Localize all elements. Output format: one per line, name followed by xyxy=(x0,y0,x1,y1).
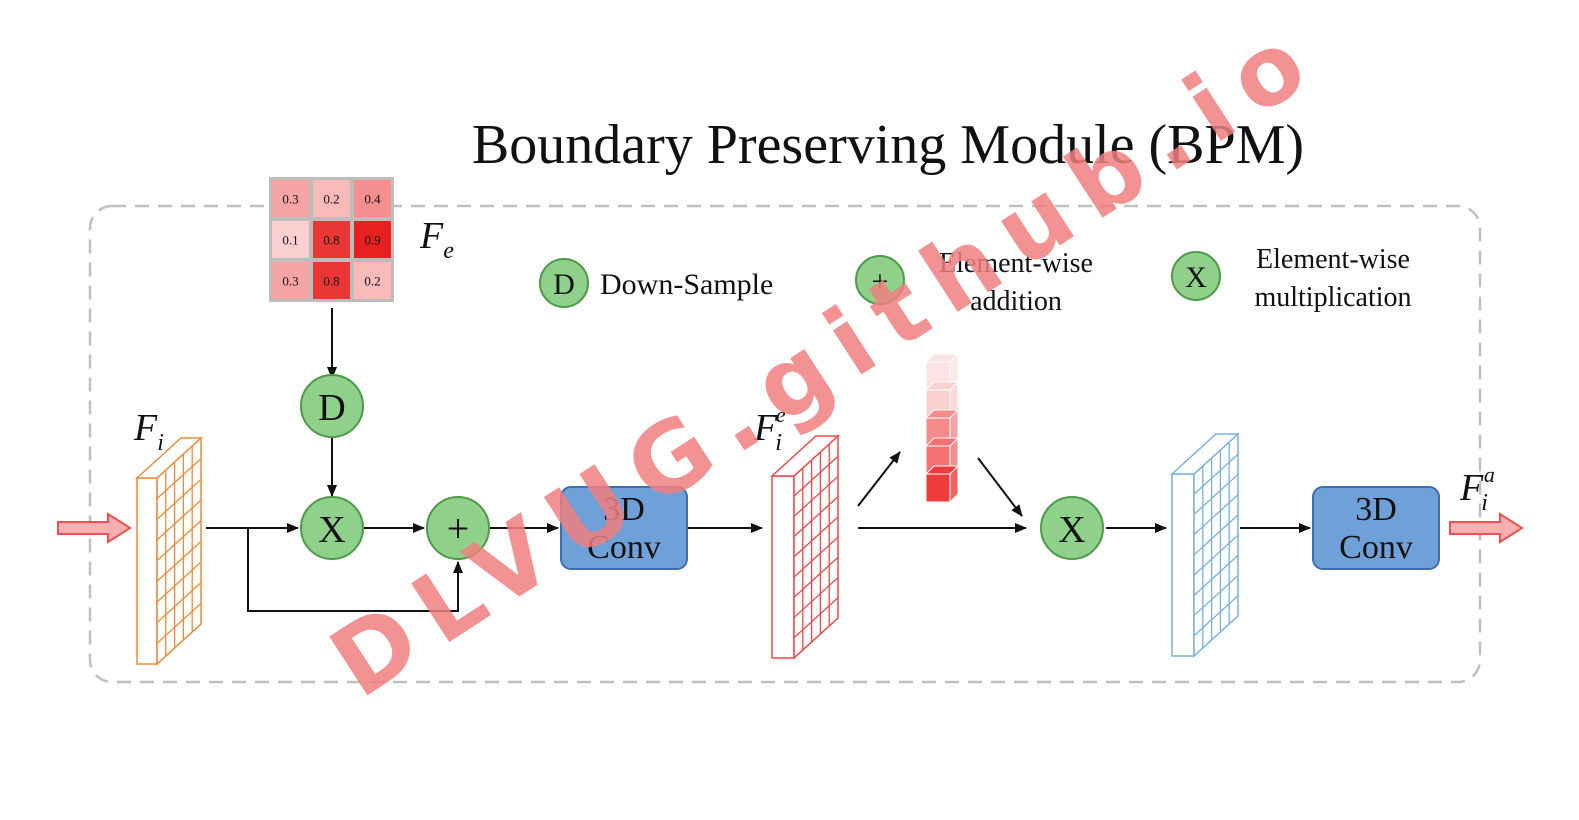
connections xyxy=(206,308,1311,612)
fi-label: Fi xyxy=(133,407,164,456)
matrix-cell xyxy=(354,262,391,299)
legend-downsample-label: Down-Sample xyxy=(600,268,773,301)
multiply-node-2-label: X xyxy=(1058,509,1085,551)
grid-top-face xyxy=(770,435,840,477)
fia-label: Fia xyxy=(1459,462,1495,516)
vector-cell xyxy=(925,473,951,503)
fie-label: Fie xyxy=(753,402,786,456)
matrix-cell xyxy=(272,180,309,217)
matrix-cell xyxy=(354,221,391,258)
multiply-node-1-label: X xyxy=(318,509,345,551)
matrix-cell xyxy=(272,221,309,258)
legend-add-icon xyxy=(855,255,905,305)
add-node-label: + xyxy=(447,506,470,551)
grid-top-face xyxy=(135,437,203,479)
legend-add-symbol: + xyxy=(872,265,889,298)
fe-label: Fe xyxy=(419,215,454,264)
legend-add-label-line2: addition xyxy=(970,286,1062,317)
input-arrow-icon xyxy=(57,512,132,544)
legend-add-label-line1: Element-wise xyxy=(939,248,1093,279)
diagram-title: Boundary Preserving Module (BPM) xyxy=(472,114,1304,176)
matrix-cell-value: 0.2 xyxy=(323,192,339,207)
legend-mult-icon xyxy=(1171,251,1221,301)
conv3d-block-1 xyxy=(560,486,688,570)
add-node xyxy=(426,496,490,560)
matrix-cell-value: 0.9 xyxy=(364,233,380,248)
downsample-node xyxy=(300,374,364,438)
matrix-cell-value: 0.2 xyxy=(364,274,380,289)
vector-cell-side xyxy=(949,464,959,504)
matrix-cell-value: 0.8 xyxy=(323,233,339,248)
matrix-cell xyxy=(272,262,309,299)
fi-feature-grid xyxy=(135,436,203,666)
conv3d-block-2-line1: 3D xyxy=(1355,491,1397,528)
conv3d-block-1-line1: 3D xyxy=(603,491,645,528)
legend-mult-symbol: X xyxy=(1185,261,1207,294)
legend: D Down-Sample + Element-wise addition X … xyxy=(539,244,1412,317)
downsample-node-label: D xyxy=(318,387,345,429)
matrix-cell-value: 0.4 xyxy=(364,192,381,207)
matrix-cell xyxy=(313,262,350,299)
matrix-cell-value: 0.3 xyxy=(282,274,298,289)
arrow-vector-to-x2 xyxy=(977,457,1023,517)
module-border xyxy=(88,204,1482,684)
conv3d-block-1-line2: Conv xyxy=(587,529,661,566)
legend-downsample-symbol: D xyxy=(553,268,575,301)
grid-front-face xyxy=(771,475,795,659)
fie-feature-grid xyxy=(770,434,840,660)
multiply-node-2 xyxy=(1040,496,1104,560)
output-feature-grid xyxy=(1170,432,1240,658)
legend-mult-label-line1: Element-wise xyxy=(1256,244,1410,275)
matrix-cell-value: 0.1 xyxy=(282,233,298,248)
output-arrow-icon xyxy=(1449,512,1524,544)
matrix-cell xyxy=(313,221,350,258)
legend-downsample-icon xyxy=(539,258,589,308)
grid-top-face xyxy=(1170,433,1240,475)
matrix-cell xyxy=(313,180,350,217)
grid-front-face xyxy=(1171,473,1195,657)
matrix-cell xyxy=(354,180,391,217)
conv3d-block-2 xyxy=(1312,486,1440,570)
matrix-cell-value: 0.3 xyxy=(282,192,298,207)
attention-vector xyxy=(924,352,960,504)
arrow-fie-to-vector xyxy=(857,451,901,507)
multiply-node-1 xyxy=(300,496,364,560)
legend-mult-label-line2: multiplication xyxy=(1254,282,1411,313)
fe-matrix: 0.3 0.2 0.4 0.1 0.8 0.9 0.3 0.8 0.2 xyxy=(269,177,394,302)
matrix-cell-value: 0.8 xyxy=(323,274,339,289)
arrow-skip-to-add xyxy=(247,528,463,612)
conv3d-block-2-line2: Conv xyxy=(1339,529,1413,566)
grid-front-face xyxy=(136,477,158,665)
